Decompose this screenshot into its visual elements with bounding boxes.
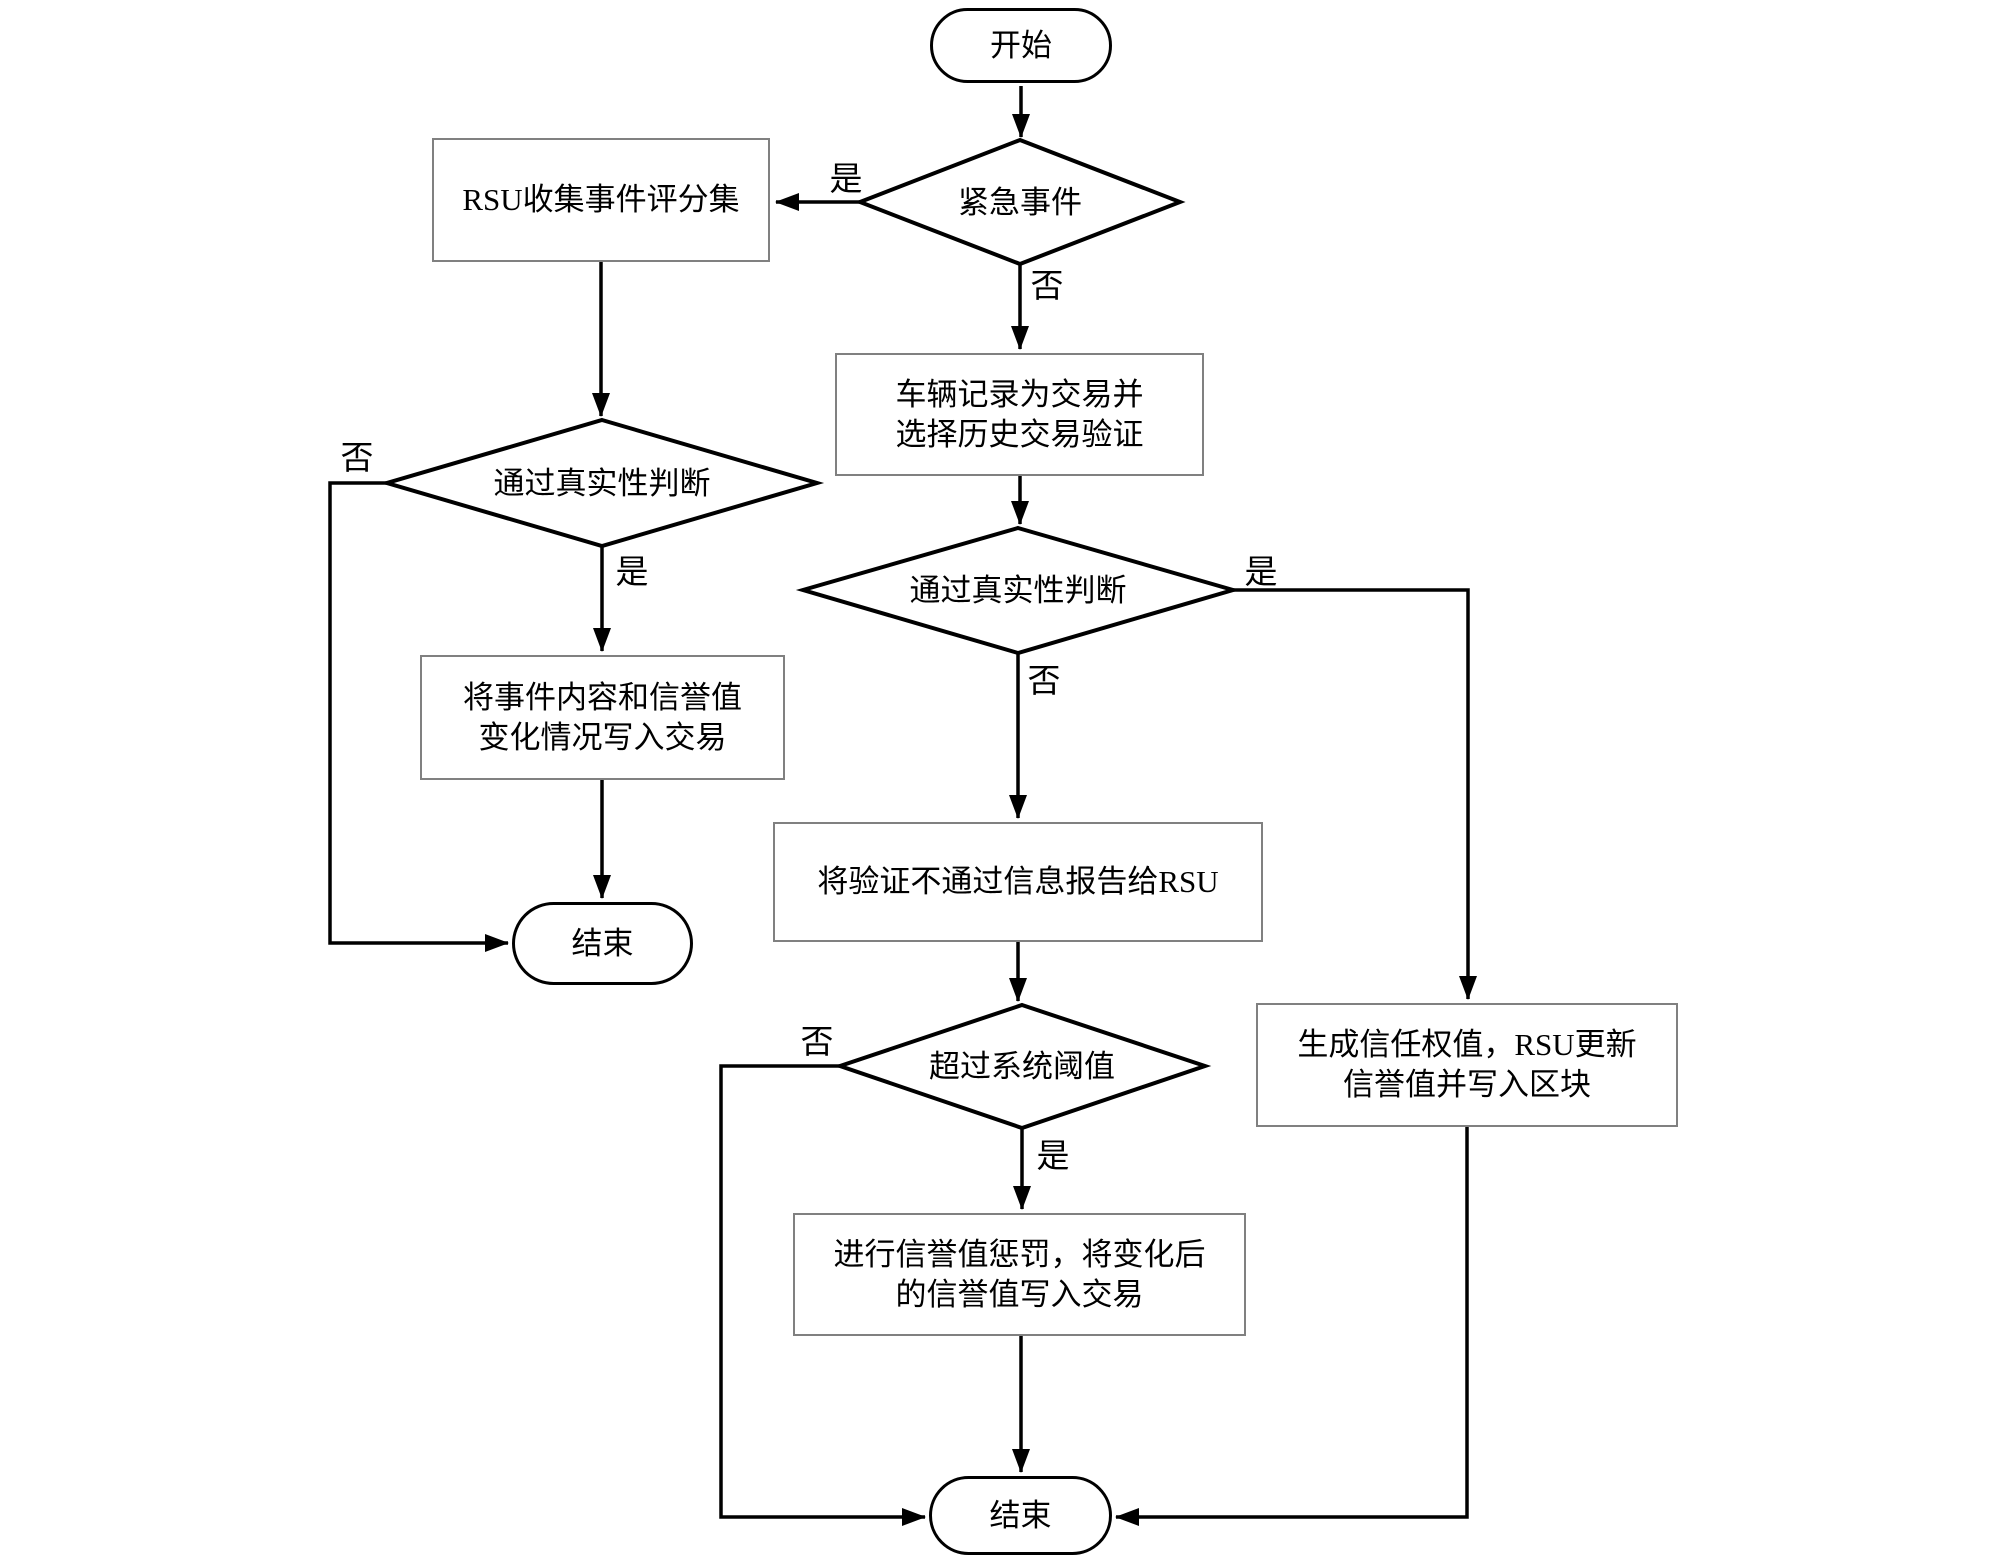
decision-label-auth-left: 通过真实性判断 xyxy=(493,466,711,501)
edge-auth-left-no-to-end xyxy=(328,481,509,952)
edge-label-no-auth-left: 否 xyxy=(340,441,374,477)
node-start-terminal: 开始 xyxy=(930,8,1112,83)
edge-label-yes-emergency: 是 xyxy=(829,162,863,198)
node-rsu-collect-box: RSU收集事件评分集 xyxy=(432,138,770,262)
decision-label-emergency: 紧急事件 xyxy=(958,185,1082,220)
edge-label-no-emergency: 否 xyxy=(1030,269,1064,305)
edge-label-yes-auth-mid: 是 xyxy=(1244,555,1278,591)
node-trust-update-box: 生成信任权值，RSU更新 信誉值并写入区块 xyxy=(1256,1003,1678,1127)
node-end-left-terminal: 结束 xyxy=(512,902,693,985)
decision-diamond-emergency xyxy=(854,137,1186,267)
edge-label-yes-threshold: 是 xyxy=(1036,1139,1070,1175)
node-vehicle-record-box: 车辆记录为交易并 选择历史交易验证 xyxy=(835,353,1204,476)
decision-diamond-auth-mid xyxy=(795,525,1241,656)
node-write-event-box: 将事件内容和信誉值 变化情况写入交易 xyxy=(420,655,785,780)
edge-auth-mid-yes-to-trust xyxy=(1233,588,1477,1000)
edge-trust-to-end-bottom xyxy=(1115,1127,1469,1526)
edge-label-no-auth-mid: 否 xyxy=(1027,664,1061,700)
node-report-rsu-box: 将验证不通过信息报告给RSU xyxy=(773,822,1263,942)
decision-diamond-auth-left xyxy=(379,417,825,549)
node-end-bottom-terminal: 结束 xyxy=(929,1476,1112,1555)
decision-label-threshold: 超过系统阈值 xyxy=(929,1049,1115,1084)
decision-diamond-threshold xyxy=(833,1002,1212,1131)
node-punish-box: 进行信誉值惩罚，将变化后 的信誉值写入交易 xyxy=(793,1213,1246,1336)
edge-label-yes-auth-left: 是 xyxy=(615,555,649,591)
edge-label-no-threshold: 否 xyxy=(800,1025,834,1061)
edge-threshold-no-to-end xyxy=(719,1064,926,1526)
decision-label-auth-mid: 通过真实性判断 xyxy=(909,573,1127,608)
